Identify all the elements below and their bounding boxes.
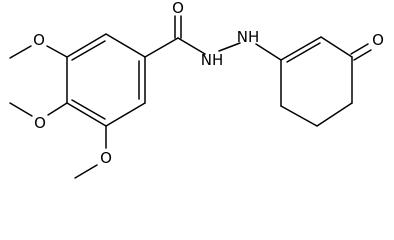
- bond-enone-c5-c6: [280, 105, 318, 127]
- bond-methoxy-top-ring: [46, 45, 68, 58]
- bond-methoxy-top-methyl: [9, 45, 32, 59]
- bond-methoxy-mid-methyl: [9, 102, 33, 117]
- atom-o-methoxy-top: O: [33, 31, 45, 49]
- atom-o-ketone: O: [372, 31, 384, 49]
- bond-enone-c1-c2-inner: [286, 42, 321, 63]
- bond-ketone-double-a: [350, 43, 369, 55]
- bond-carbonyl-to-nh: [177, 37, 206, 55]
- bond-ring-bottom-right: [105, 102, 146, 127]
- atom-o-methoxy-mid: O: [34, 114, 46, 132]
- molecule-structure-diagram: O NH NH O O O O: [9, 0, 384, 179]
- bond-methoxy-mid-ring: [47, 102, 68, 116]
- bond-methoxy-bottom-methyl: [74, 164, 98, 179]
- atom-labels: O NH NH O O O O: [33, 0, 384, 167]
- bond-ring-to-carbonyl: [144, 37, 179, 58]
- bond-enone-c4-c5: [316, 102, 353, 127]
- atom-o-carbonyl: O: [172, 0, 184, 17]
- atom-nh-enamine: NH: [237, 28, 260, 46]
- bond-ring-bottom-left-inner: [71, 99, 106, 120]
- bond-nh-to-ring: [255, 43, 282, 61]
- bond-ring-top-left-inner: [71, 40, 106, 61]
- atom-o-methoxy-bottom: O: [100, 149, 112, 167]
- bond-enone-c1-c2: [280, 36, 322, 61]
- bond-ring-bottom-left: [66, 102, 107, 127]
- bond-ring-top-left: [66, 33, 107, 58]
- bond-ketone-double-b: [353, 49, 372, 61]
- bond-nh-to-nh: [218, 42, 241, 52]
- bond-ring-top-right: [105, 33, 146, 58]
- atom-nh-amide: NH: [201, 51, 224, 69]
- bond-enone-c2-c3: [320, 36, 353, 58]
- bonds: [9, 15, 372, 179]
